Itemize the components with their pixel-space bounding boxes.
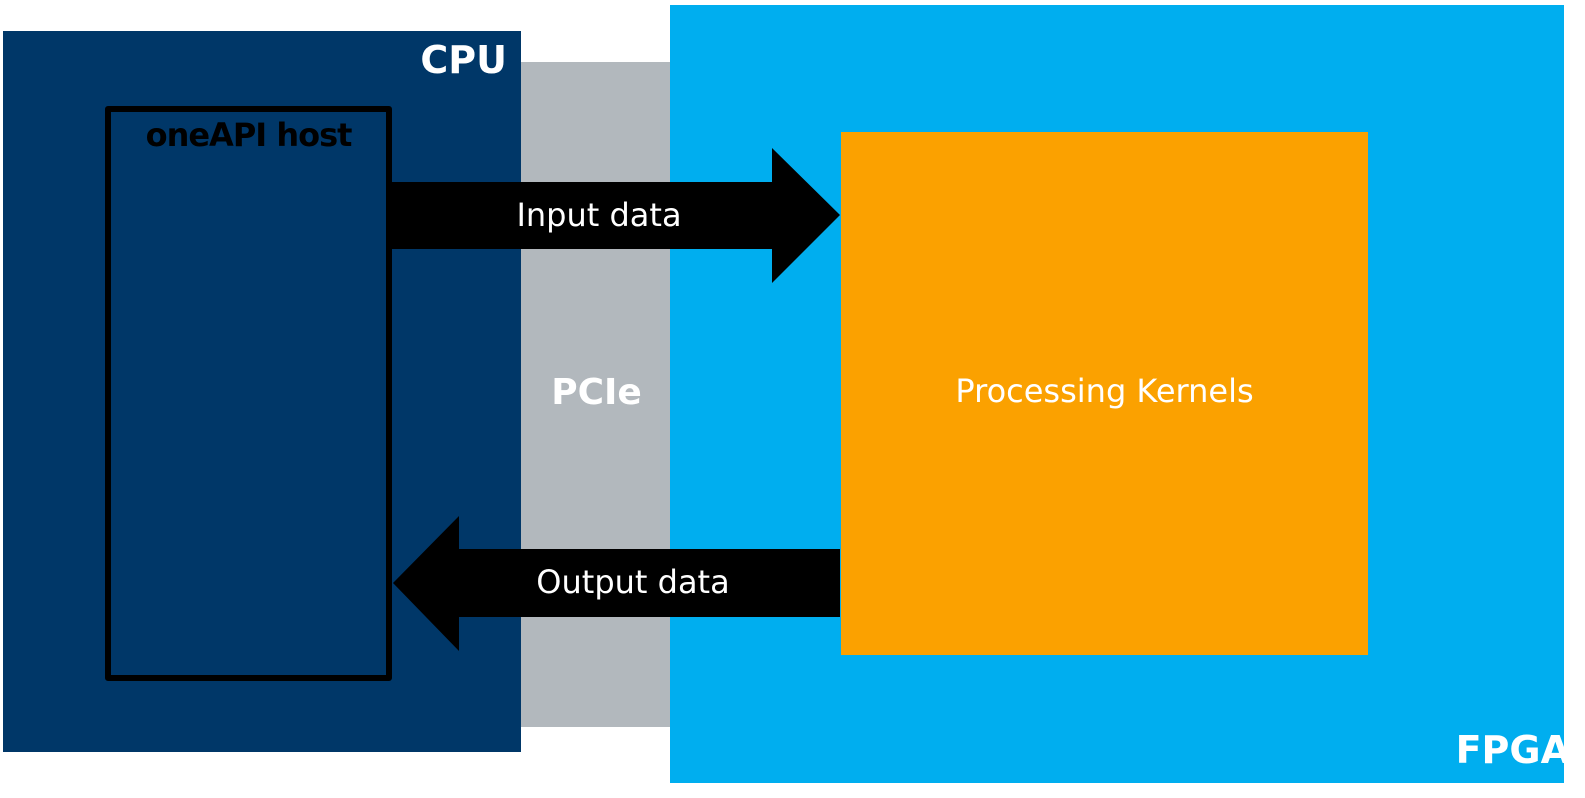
- input-data-label: Input data: [516, 196, 682, 234]
- processing-kernels-block: [841, 132, 1368, 655]
- fpga-label: FPGA: [1455, 728, 1570, 772]
- oneapi-host-box: [105, 106, 392, 681]
- cpu-label: CPU: [420, 38, 507, 82]
- input-data-arrow: [392, 148, 840, 283]
- oneapi-host-label: oneAPI host: [145, 116, 353, 154]
- pcie-label: PCIe: [551, 372, 642, 413]
- processing-kernels-label: Processing Kernels: [955, 372, 1254, 410]
- cpu-block: [3, 31, 521, 752]
- output-data-label: Output data: [536, 563, 730, 601]
- output-data-arrow: [393, 516, 840, 651]
